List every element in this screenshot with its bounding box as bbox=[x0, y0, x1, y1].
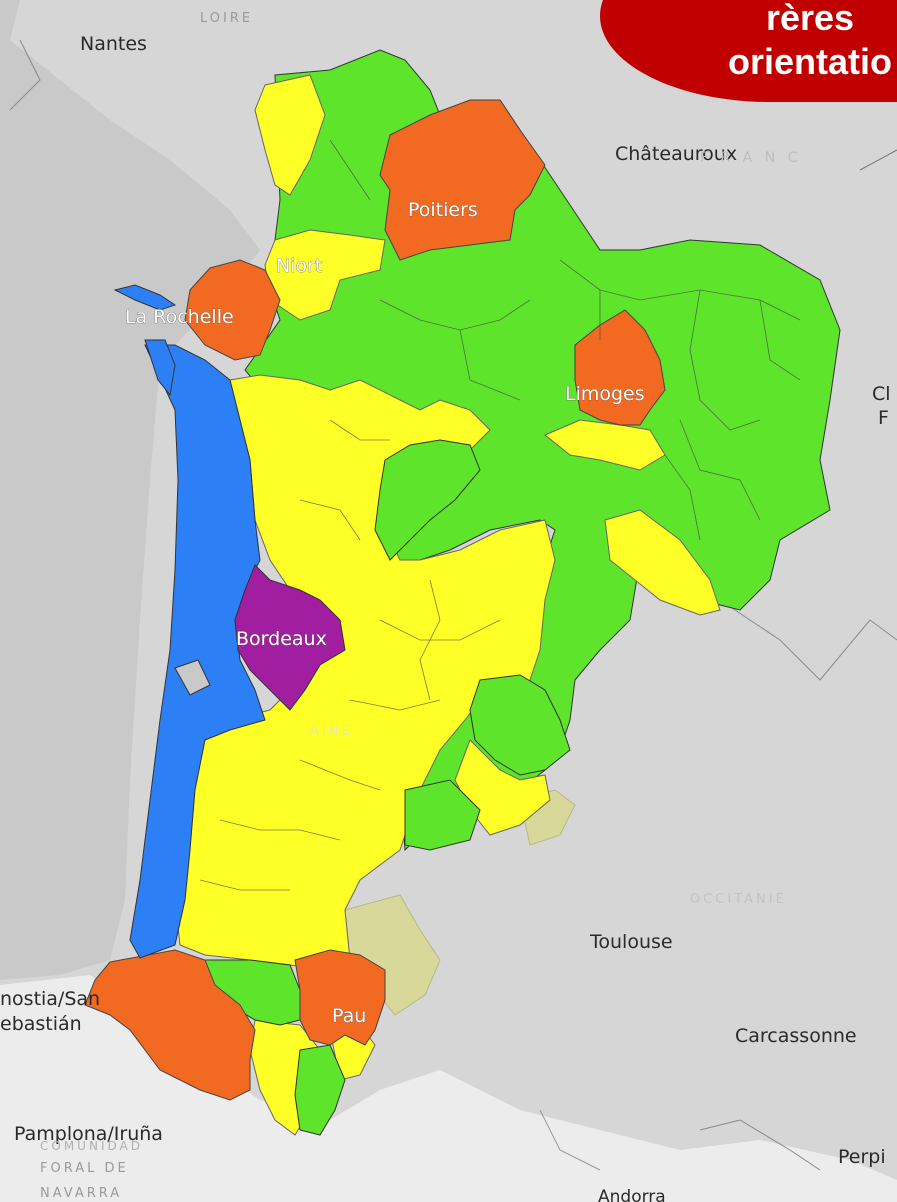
city-label-bordeaux[interactable]: Bordeaux bbox=[236, 628, 327, 651]
city-label-donostia[interactable]: nostia/San bbox=[0, 988, 100, 1010]
city-label-andorra[interactable]: Andorra bbox=[598, 1187, 666, 1202]
label-occitanie: OCCITANIE bbox=[690, 892, 787, 907]
blue-island bbox=[144, 339, 176, 397]
city-label-nantes[interactable]: Nantes bbox=[80, 33, 147, 55]
city-label-niort[interactable]: Niort bbox=[276, 255, 323, 278]
label-comunidad: COMUNIDAD bbox=[40, 1139, 143, 1153]
label-navarra: NAVARRA bbox=[40, 1186, 122, 1201]
district-lines bbox=[199, 139, 801, 891]
city-label-poitiers[interactable]: Poitiers bbox=[408, 199, 478, 222]
green-zone bbox=[374, 439, 481, 561]
border-line bbox=[9, 39, 41, 111]
city-label-pamplona[interactable]: Pamplona/Iruña bbox=[14, 1123, 163, 1145]
border-line bbox=[859, 149, 897, 171]
blue-island bbox=[113, 284, 177, 311]
border-line bbox=[699, 1119, 821, 1171]
orange-zone-la-rochelle bbox=[184, 259, 281, 361]
label-loire: LOIRE bbox=[200, 11, 253, 26]
label-france: F R A N C bbox=[700, 150, 801, 166]
city-label-limoges[interactable]: Limoges bbox=[565, 383, 645, 406]
city-label-la-rochelle[interactable]: La Rochelle bbox=[125, 306, 234, 329]
spain-area bbox=[0, 975, 897, 1202]
city-label-perpignan[interactable]: Perpi bbox=[838, 1146, 886, 1168]
orange-zone-basque bbox=[84, 949, 256, 1101]
orange-zone-pau bbox=[294, 949, 386, 1046]
yellow-zone bbox=[604, 509, 721, 616]
city-label-cl-2: F bbox=[878, 407, 889, 429]
ocean bbox=[0, 0, 260, 980]
label-aine: AINE bbox=[310, 724, 353, 739]
title-banner-text: rères orientatio bbox=[690, 0, 897, 84]
purple-zone-bordeaux bbox=[234, 564, 346, 711]
yellow-zone bbox=[254, 74, 326, 196]
border-line bbox=[539, 1109, 601, 1171]
orange-zone-poitiers bbox=[379, 99, 546, 261]
city-label-cl[interactable]: Cl bbox=[872, 383, 891, 405]
green-zone bbox=[469, 674, 571, 776]
orange-zone-limoges bbox=[574, 309, 666, 426]
blue-coastal-zone bbox=[129, 344, 266, 959]
banner-line-1: rères bbox=[765, 0, 855, 38]
banner-line-2: orientatio bbox=[727, 41, 892, 82]
city-label-donostia-2: ebastián bbox=[0, 1013, 82, 1035]
arcachon-bay bbox=[174, 659, 211, 696]
green-zone bbox=[404, 779, 481, 851]
city-label-pau[interactable]: Pau bbox=[332, 1005, 367, 1028]
label-foral: FORAL DE bbox=[40, 1161, 129, 1176]
green-zone bbox=[294, 1044, 346, 1136]
city-label-chateauroux[interactable]: Châteauroux bbox=[615, 143, 737, 165]
city-label-carcassonne[interactable]: Carcassonne bbox=[735, 1025, 857, 1047]
border-line bbox=[719, 599, 897, 681]
city-label-toulouse[interactable]: Toulouse bbox=[589, 931, 673, 953]
